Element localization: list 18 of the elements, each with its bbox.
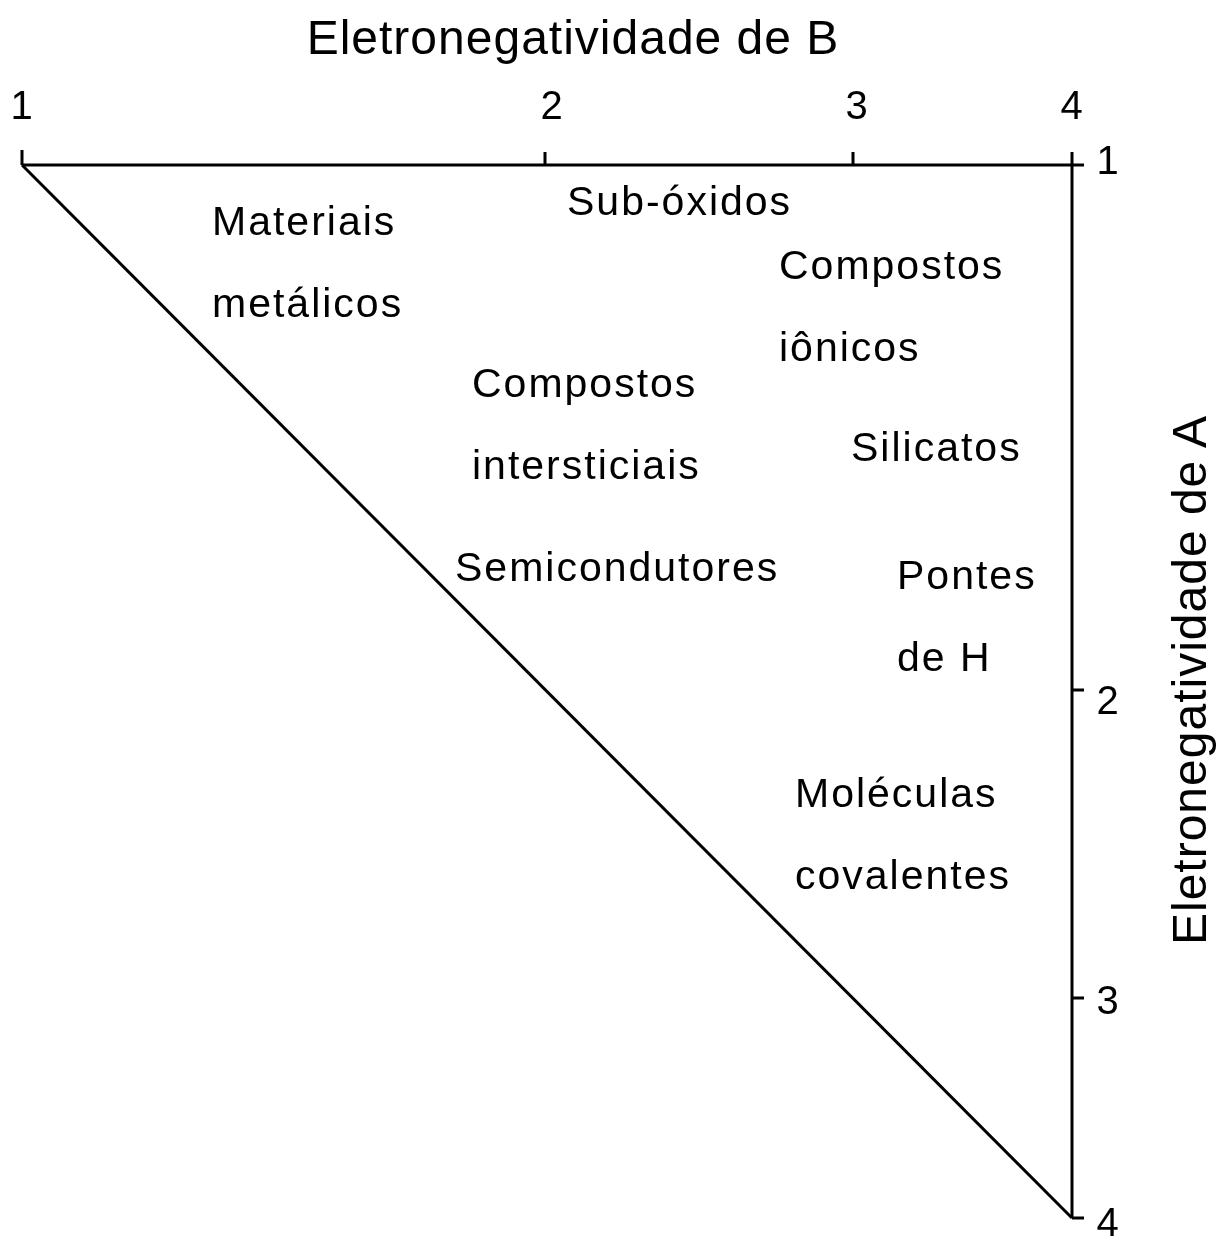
region-label: Materiais metálicos xyxy=(212,197,405,328)
tick-label: 4 xyxy=(1060,85,1084,125)
region-label: Pontes de H xyxy=(897,551,1038,682)
tick-label: 2 xyxy=(540,85,564,125)
tick-label: 3 xyxy=(845,85,869,125)
region-label: Sub-óxidos xyxy=(567,177,793,226)
tick-label: 1 xyxy=(1096,140,1120,180)
tick-label: 4 xyxy=(1096,1202,1120,1241)
region-label: Moléculas covalentes xyxy=(795,769,1012,900)
region-label: Compostos iônicos xyxy=(779,241,1006,372)
region-label: Silicatos xyxy=(851,423,1022,472)
region-label: Compostos intersticiais xyxy=(472,359,702,490)
tick-label: 1 xyxy=(10,85,34,125)
tick-label: 2 xyxy=(1096,680,1120,720)
axis-title: Eletronegatividade de B xyxy=(306,14,840,62)
axis-title: Eletronegatividade de A xyxy=(1166,415,1214,945)
region-label: Semicondutores xyxy=(455,543,780,592)
tick-label: 3 xyxy=(1096,980,1120,1020)
